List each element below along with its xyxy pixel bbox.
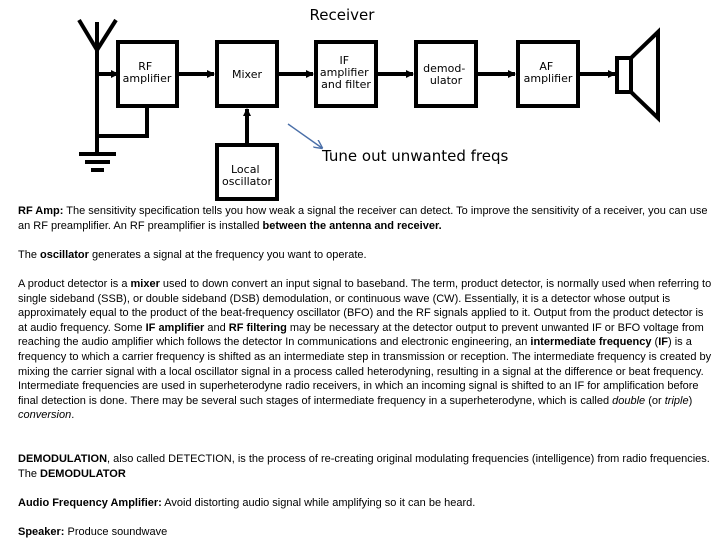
rf-amplifier-block bbox=[116, 40, 179, 108]
oscillator-paragraph: The oscillator generates a signal at the… bbox=[18, 248, 367, 261]
description-text: RF Amp: The sensitivity specification te… bbox=[18, 204, 714, 554]
speaker-icon bbox=[615, 27, 660, 123]
mixer-label: Mixer bbox=[232, 68, 262, 81]
annotation-arrow bbox=[287, 123, 322, 148]
page-title: Receiver bbox=[309, 6, 375, 24]
ground-icon bbox=[79, 134, 147, 172]
tune-annotation: Tune out unwanted freqs bbox=[322, 147, 509, 165]
mixer-block bbox=[215, 40, 279, 108]
mixer-paragraph: A product detector is a mixer used to do… bbox=[18, 277, 712, 422]
speaker-paragraph: Speaker: Produce soundwave bbox=[18, 526, 168, 539]
rf-amp-paragraph: RF Amp: The sensitivity specification te… bbox=[18, 205, 708, 232]
rf-amplifier-label: RF amplifier bbox=[123, 60, 172, 85]
antenna-icon bbox=[77, 18, 118, 136]
rf-amp-label: RF Amp: bbox=[18, 205, 64, 217]
receiver-block-diagram: RF amplifier Mixer IF amplifier and filt… bbox=[77, 18, 660, 201]
audio-amp-paragraph: Audio Frequency Amplifier: Avoid distort… bbox=[18, 496, 476, 509]
af-amplifier-label: AF amplifier bbox=[524, 60, 573, 85]
demodulation-paragraph: DEMODULATION, also called DETECTION, is … bbox=[18, 453, 710, 480]
local-oscillator-label: Local oscillator bbox=[222, 163, 272, 188]
if-amplifier-label: IF amplifier and filter bbox=[320, 54, 372, 91]
demodulator-label: demod- ulator bbox=[423, 62, 469, 87]
